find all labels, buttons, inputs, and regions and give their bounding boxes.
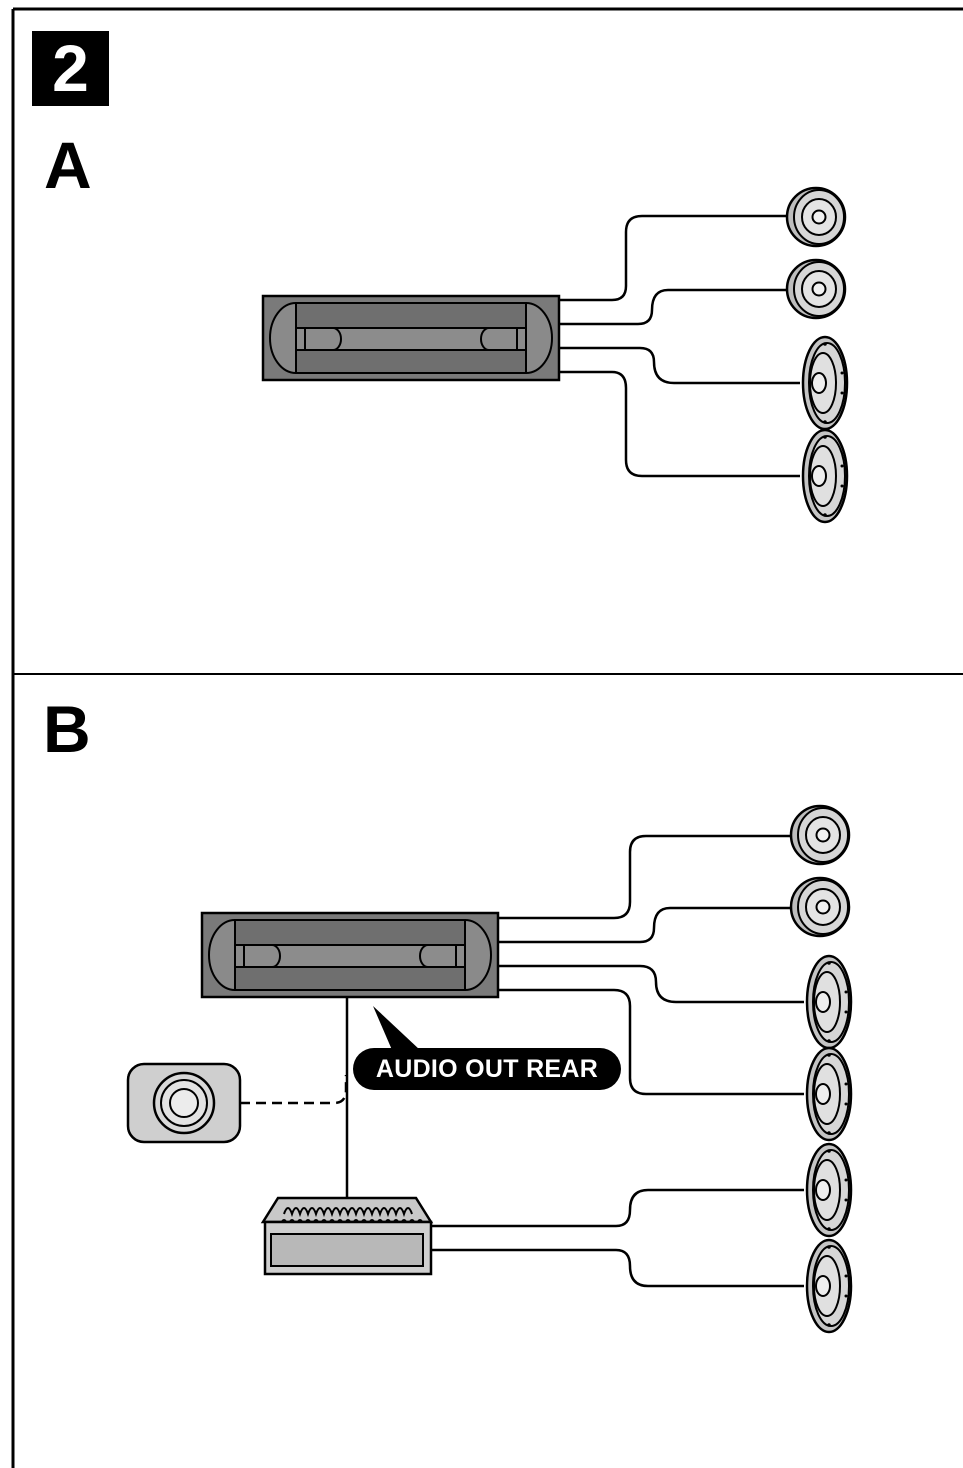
step-number-badge: 2 — [32, 31, 109, 106]
rear-speaker-left-icon — [801, 335, 849, 431]
subwoofer-icon — [126, 1062, 242, 1144]
front-tweeter-right-icon — [789, 876, 851, 938]
subwoofer-cable — [240, 1075, 348, 1105]
front-tweeter-left-icon — [785, 186, 847, 248]
audio-out-rear-callout: AUDIO OUT REAR — [353, 1048, 621, 1090]
rear-speaker-right-icon — [805, 1046, 853, 1142]
front-tweeter-left-icon — [789, 804, 851, 866]
section-a-label: A — [44, 128, 92, 202]
callout-pointer — [373, 1006, 420, 1050]
amplifier-icon — [260, 1196, 434, 1276]
page-frame — [11, 7, 963, 1468]
head-unit-a — [261, 294, 561, 382]
amp-speaker-left-icon — [805, 1142, 853, 1238]
rear-speaker-right-icon — [801, 428, 849, 524]
amp-speaker-right-icon — [805, 1238, 853, 1334]
section-a-wiring — [558, 214, 800, 478]
section-b-label: B — [43, 692, 91, 766]
rear-speaker-left-icon — [805, 954, 853, 1050]
head-unit-b — [200, 911, 500, 999]
front-tweeter-right-icon — [785, 258, 847, 320]
section-b-wiring — [345, 834, 804, 1288]
